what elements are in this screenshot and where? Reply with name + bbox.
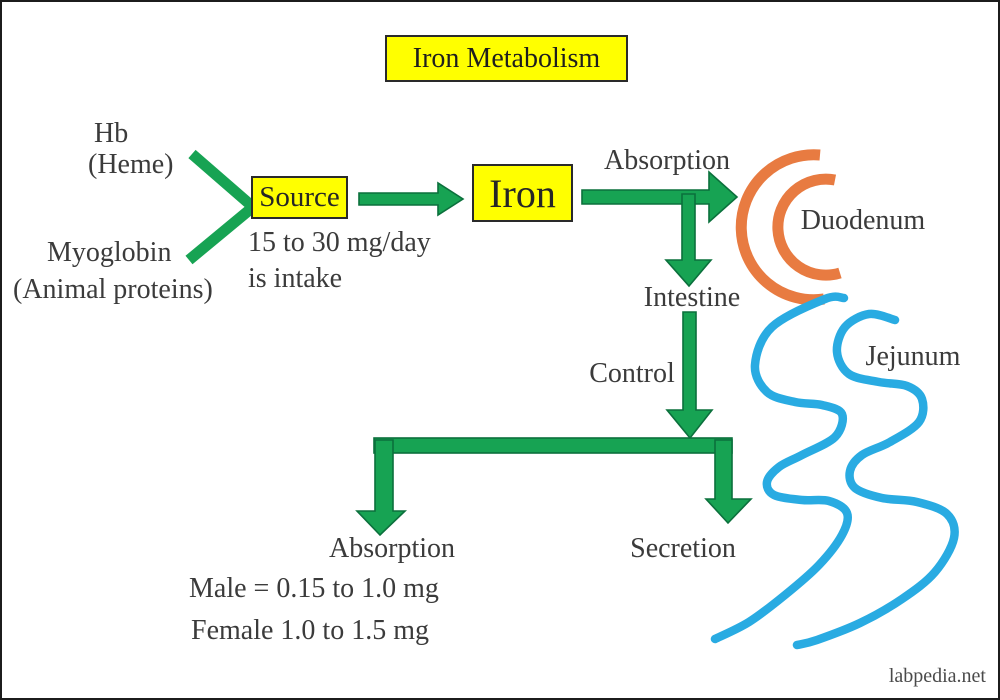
merge-chevron-shape [185,149,262,265]
jejunum-squiggle-left [710,292,853,644]
heme-label: (Heme) [88,149,174,180]
intestine-label: Intestine [643,282,741,313]
animal-proteins-label: (Animal proteins) [13,274,213,305]
control-label: Control [589,358,675,389]
duodenum-inner-arc [772,173,842,281]
diagram-title: Iron Metabolism [385,35,628,82]
absorption-bottom-label: Absorption [329,533,455,564]
iron-node-text: Iron [489,170,556,216]
source-node-text: Source [259,181,340,213]
male-range-label: Male = 0.15 to 1.0 mg [189,573,439,604]
jejunum-label: Jejunum [865,341,961,372]
watermark: labpedia.net [888,665,986,687]
distribution-bar [373,437,733,454]
intake-note-line2: is intake [248,263,343,294]
iron-node: Iron [472,164,573,222]
arrow-down-to-secretion [704,439,753,525]
arrow-down-to-absorption [355,439,407,537]
duodenum-label: Duodenum [800,205,926,236]
jejunum-squiggle-right [792,309,959,650]
arrow-down-to-intestine [664,193,713,288]
diagram-title-text: Iron Metabolism [412,42,601,74]
myoglobin-label: Myoglobin [47,237,172,268]
intake-note-line1: 15 to 30 mg/day [248,227,431,258]
arrow-control [665,311,714,440]
female-range-label: Female 1.0 to 1.5 mg [191,615,429,646]
absorption-top-label: Absorption [604,145,730,176]
duodenum-outer-arc [735,149,825,306]
arrow-absorption-to-duodenum [581,170,739,224]
secretion-label: Secretion [630,533,736,564]
hb-label: Hb [94,118,129,149]
arrow-source-to-iron [358,181,465,217]
source-node: Source [251,176,348,219]
